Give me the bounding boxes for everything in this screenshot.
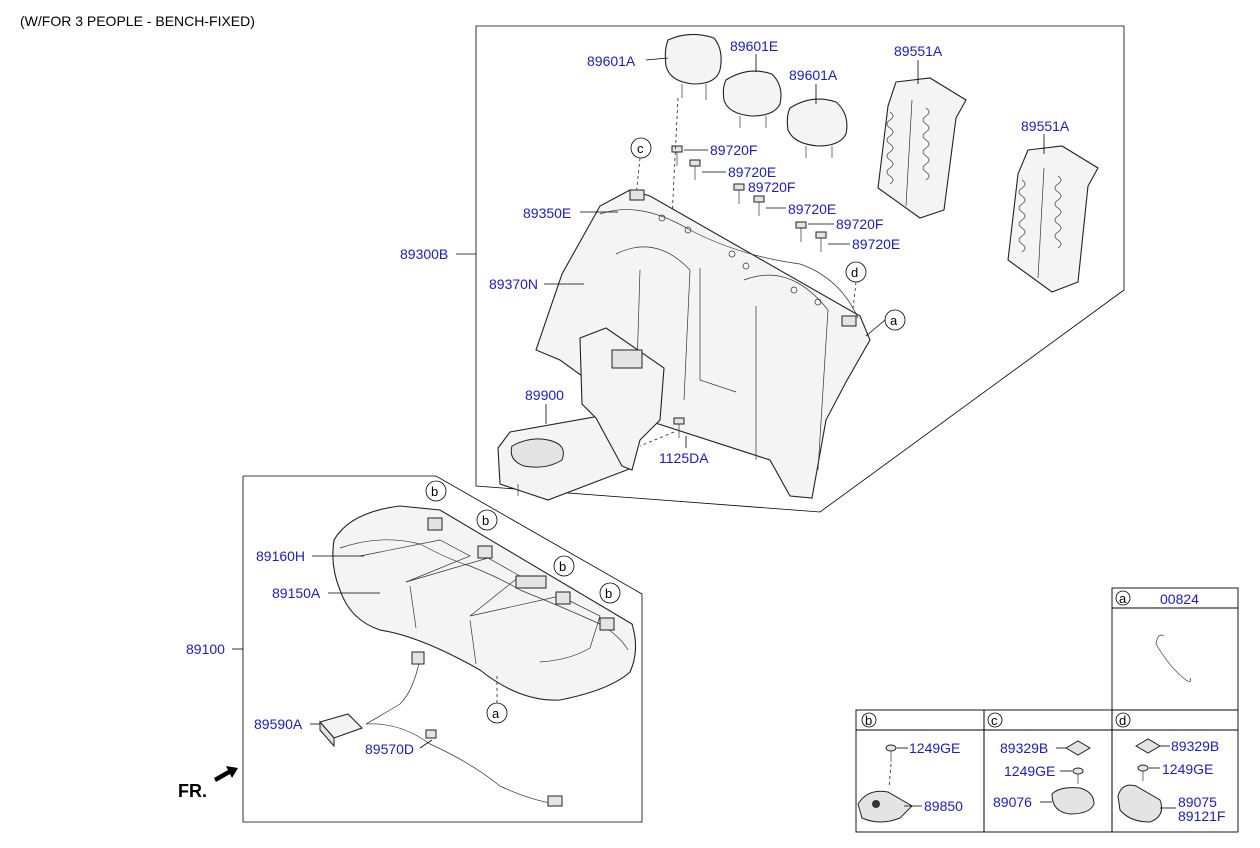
wiring-harness[interactable] — [365, 651, 563, 807]
label-back-cover[interactable]: 89350E — [523, 205, 571, 221]
diagram-title: (W/FOR 3 PEOPLE - BENCH-FIXED) — [20, 13, 255, 29]
seat-cushion[interactable] — [332, 505, 637, 701]
svg-text:a: a — [492, 706, 500, 721]
guide-6[interactable] — [815, 231, 827, 252]
label-guide-3[interactable]: 89720F — [748, 179, 795, 195]
detail-d-screw[interactable]: 1249GE — [1162, 761, 1213, 777]
armrest[interactable] — [497, 327, 665, 501]
detail-b-cover[interactable]: 89850 — [924, 798, 963, 814]
label-guide-2[interactable]: 89720E — [728, 164, 776, 180]
detail-b-key: b — [861, 712, 877, 728]
callout-b-4: b — [599, 582, 621, 604]
detail-a-part[interactable]: 00824 — [1160, 591, 1199, 607]
label-headrest-left[interactable]: 89601A — [587, 53, 636, 69]
detail-d-pad[interactable]: 89329B — [1171, 738, 1219, 754]
headrest-left[interactable] — [664, 33, 722, 100]
svg-text:c: c — [991, 713, 998, 728]
svg-text:b: b — [605, 586, 612, 601]
label-guide-4[interactable]: 89720E — [788, 201, 836, 217]
guide-1[interactable] — [671, 145, 683, 166]
svg-text:b: b — [865, 713, 872, 728]
detail-c-pad[interactable]: 89329B — [1000, 740, 1048, 756]
guide-4[interactable] — [753, 195, 765, 216]
seat-back[interactable] — [535, 189, 871, 499]
callout-a-bottom: a — [486, 702, 508, 724]
front-arrow-icon — [214, 766, 238, 782]
back-frame-pad-2[interactable] — [1007, 145, 1099, 293]
armrest-bolt[interactable] — [639, 417, 685, 447]
detail-d-pad-icon — [1135, 738, 1161, 754]
callout-d-top: d — [845, 261, 867, 283]
headrest-center[interactable] — [722, 70, 782, 128]
label-back-frame-pad-2[interactable]: 89551A — [1021, 118, 1070, 134]
guide-3[interactable] — [733, 183, 745, 204]
label-headrest-center[interactable]: 89601E — [730, 38, 778, 54]
label-guide-5[interactable]: 89720F — [836, 216, 883, 232]
detail-d-screw-icon — [1137, 764, 1149, 781]
label-armrest[interactable]: 89900 — [525, 387, 564, 403]
svg-text:b: b — [559, 559, 566, 574]
svg-text:a: a — [1119, 591, 1127, 606]
detail-d-cover-icon — [1117, 784, 1163, 823]
detail-b-cover-icon — [857, 790, 913, 823]
detail-b-screw[interactable]: 1249GE — [909, 740, 960, 756]
svg-text:b: b — [482, 513, 489, 528]
label-cushion-assembly[interactable]: 89100 — [186, 641, 225, 657]
svg-text:a: a — [890, 313, 898, 328]
detail-c-cover[interactable]: 89076 — [993, 794, 1032, 810]
callout-c-top: c — [630, 137, 652, 159]
label-armrest-bolt[interactable]: 1125DA — [659, 450, 709, 466]
guide-dash-line — [671, 97, 679, 219]
module-unit[interactable] — [319, 713, 364, 748]
svg-text:b: b — [431, 484, 438, 499]
detail-d-cover-1[interactable]: 89075 — [1178, 794, 1217, 810]
label-wiring[interactable]: 89570D — [365, 741, 414, 757]
callout-b-2: b — [476, 509, 498, 531]
label-guide-6[interactable]: 89720E — [852, 236, 900, 252]
front-label: FR. — [178, 781, 207, 801]
label-back-covering[interactable]: 89370N — [489, 276, 538, 292]
label-guide-1[interactable]: 89720F — [710, 142, 757, 158]
seat-cushion-group-outline — [242, 475, 643, 823]
guide-5[interactable] — [795, 221, 807, 242]
label-cushion-covering[interactable]: 89160H — [256, 548, 305, 564]
back-frame-pad-1[interactable] — [877, 77, 967, 219]
headrest-guides — [671, 145, 827, 252]
label-module[interactable]: 89590A — [254, 716, 303, 732]
callout-b-3: b — [553, 555, 575, 577]
svg-text:d: d — [1119, 713, 1126, 728]
guide-2[interactable] — [689, 159, 701, 180]
callout-b-1: b — [425, 480, 447, 502]
label-headrest-right[interactable]: 89601A — [789, 67, 838, 83]
detail-panel-d — [1111, 709, 1239, 833]
wire-hook-icon — [1155, 634, 1191, 682]
detail-a-key: a — [1115, 590, 1131, 606]
detail-d-cover-2[interactable]: 89121F — [1178, 808, 1225, 824]
front-direction-indicator: FR. — [178, 766, 238, 801]
detail-c-screw[interactable]: 1249GE — [1004, 763, 1055, 779]
detail-c-cover-icon — [1051, 787, 1095, 815]
seat-back-group-outline — [475, 25, 1125, 513]
headrest-right[interactable] — [786, 98, 848, 158]
svg-text:d: d — [851, 265, 858, 280]
detail-b-screw-icon — [885, 744, 897, 762]
detail-d-key: d — [1115, 712, 1131, 728]
label-back-frame-pad-1[interactable]: 89551A — [894, 43, 943, 59]
label-cushion-pad[interactable]: 89150A — [272, 585, 321, 601]
detail-c-screw-icon — [1072, 767, 1084, 784]
callout-a-top: a — [884, 309, 906, 331]
detail-c-key: c — [987, 712, 1003, 728]
svg-text:c: c — [637, 141, 644, 156]
label-back-assembly[interactable]: 89300B — [400, 246, 448, 262]
detail-c-pad-icon — [1065, 740, 1091, 756]
